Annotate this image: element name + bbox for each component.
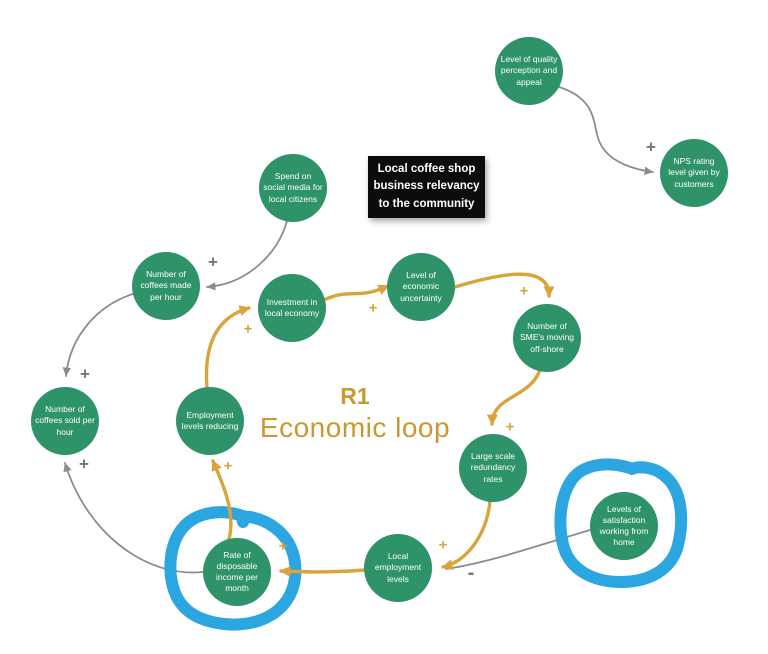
node-made[interactable]: Number of coffees made per hour [132,252,200,320]
node-sme[interactable]: Number of SME's moving off-shore [513,304,581,372]
node-label: NPS rating level given by customers [668,156,720,189]
loop-name: Economic loop [259,412,451,443]
edge-redundancy-localemp[interactable] [441,499,492,571]
edge-rate-sold[interactable] [63,462,204,574]
node-rate[interactable]: Rate of disposable income per month [203,538,271,606]
node-label: Level of quality perception and appeal [500,54,558,87]
node-label: Number of coffees made per hour [140,269,192,302]
node-satisfaction[interactable]: Levels of satisfaction working from home [590,492,658,560]
node-label: Levels of satisfaction working from home [599,503,649,548]
edge-rate-employment[interactable] [211,459,233,541]
edge-sign-made-sold: + [80,365,90,384]
node-localemp[interactable]: Local employment levels [364,534,432,602]
edge-investment-uncertainty[interactable] [324,284,390,301]
note-line: business relevancy [373,180,480,193]
edge-made-sold[interactable] [62,292,137,377]
node-redundancy[interactable]: Large scale redundancy rates [459,434,527,502]
edge-sign-satisfaction-localemp: - [468,562,475,584]
note-line: Local coffee shop [377,163,476,176]
edge-sign-investment-uncertainty: + [369,300,378,317]
edge-sign-rate-sold: + [79,455,89,474]
edge-sign-quality-nps: + [646,138,656,157]
edge-localemp-rate[interactable] [279,565,366,577]
edge-quality-nps[interactable] [558,86,654,175]
node-label: Investment in local economy [264,296,320,318]
note-local-coffee-shop[interactable]: Local coffee shop business relevancy to … [368,156,485,218]
node-spend[interactable]: Spend on social media for local citizens [259,154,327,222]
edge-spend-made[interactable] [206,220,288,291]
edge-sign-spend-made: + [208,253,218,272]
edge-sign-sme-redundancy: + [506,419,515,436]
node-label: Rate of disposable income per month [215,549,259,594]
node-label: Local employment levels [374,551,422,584]
node-investment[interactable]: Investment in local economy [258,274,326,342]
node-label: Number of SME's moving off-shore [519,321,575,354]
node-label: Level of economic uncertainty [400,270,442,303]
edge-sign-rate-employment: + [224,458,233,475]
node-nps[interactable]: NPS rating level given by customers [660,139,728,207]
note-line: to the community [378,197,475,210]
edge-sign-localemp-rate: + [279,538,288,555]
edge-uncertainty-sme[interactable] [453,272,555,298]
edge-sign-uncertainty-sme: + [520,283,529,300]
edge-employment-investment[interactable] [204,305,251,390]
node-quality[interactable]: Level of quality perception and appeal [495,37,563,105]
highlight-rate[interactable] [164,506,302,631]
loop-id: R1 [340,383,370,409]
node-label: Spend on social media for local citizens [263,171,323,204]
edge-sign-redundancy-localemp: + [439,537,448,554]
node-sold[interactable]: Number of coffees sold per hour [31,387,99,455]
edge-satisfaction-localemp[interactable] [445,529,591,570]
node-label: Number of coffees sold per hour [35,404,95,437]
node-uncertainty[interactable]: Level of economic uncertainty [387,253,455,321]
loop-label-r1[interactable]: R1 Economic loop [230,382,480,446]
node-label: Large scale redundancy rates [470,451,516,484]
edge-sme-redundancy[interactable] [486,368,542,426]
node-employment[interactable]: Employment levels reducing [176,387,244,455]
highlight-satisfaction[interactable] [554,458,688,589]
node-label: Employment levels reducing [181,409,239,431]
edge-sign-employment-investment: + [244,321,253,338]
